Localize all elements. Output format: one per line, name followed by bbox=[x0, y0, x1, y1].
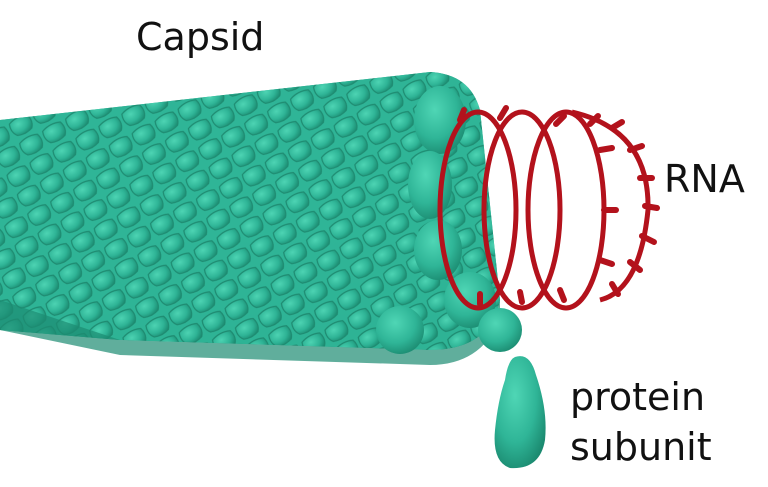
capsid-label: Capsid bbox=[136, 15, 265, 59]
protein-subunit-label-line2: subunit bbox=[570, 425, 712, 469]
protein-subunit-shape bbox=[494, 356, 546, 469]
rna-helix bbox=[437, 105, 660, 311]
protein-subunit-label: protein subunit bbox=[570, 372, 712, 472]
capsid-cylinder bbox=[0, 72, 522, 365]
protein-subunit-label-line1: protein bbox=[570, 375, 706, 419]
rna-label: RNA bbox=[664, 157, 745, 201]
